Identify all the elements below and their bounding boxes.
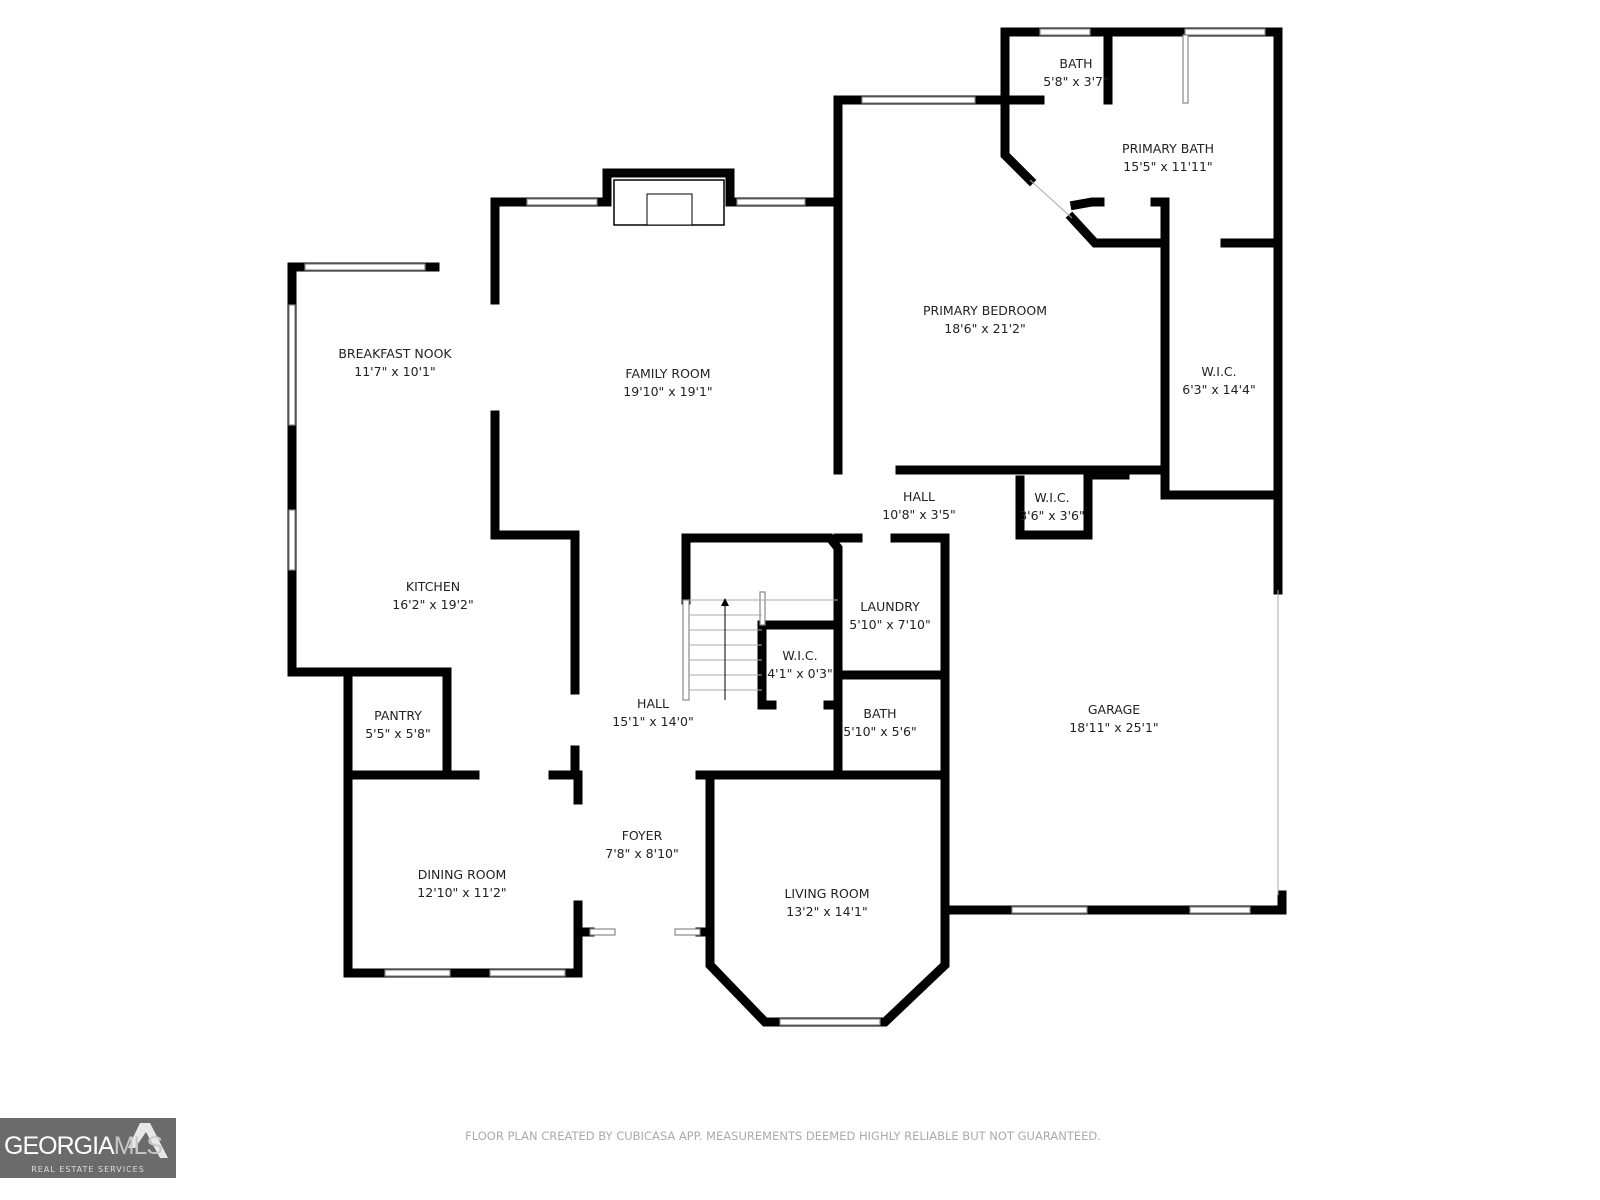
room-name: BATH	[1059, 56, 1092, 71]
room-name: HALL	[903, 489, 935, 504]
fireplace	[613, 179, 725, 226]
room-name: GARAGE	[1088, 702, 1140, 717]
room-name: KITCHEN	[406, 579, 460, 594]
room-dims: 13'2" x 14'1"	[786, 904, 867, 919]
room-dims: 4'1" x 0'3"	[767, 666, 833, 681]
room-dims: 6'3" x 14'4"	[1182, 382, 1255, 397]
georgia-mls-logo: GEORGIAMLS REAL ESTATE SERVICES	[0, 1118, 176, 1178]
room-name: LIVING ROOM	[784, 886, 869, 901]
logo-main: GEORGIA	[4, 1132, 115, 1160]
room-dims: 15'1" x 14'0"	[612, 714, 693, 729]
logo-subtitle: REAL ESTATE SERVICES	[31, 1165, 145, 1174]
disclaimer-footer: FLOOR PLAN CREATED BY CUBICASA APP. MEAS…	[465, 1129, 1101, 1143]
room-name: FAMILY ROOM	[625, 366, 710, 381]
room-dims: 5'10" x 5'6"	[843, 724, 916, 739]
room-name: W.I.C.	[1201, 364, 1236, 379]
room-dims: 10'8" x 3'5"	[882, 507, 955, 522]
room-name: DINING ROOM	[418, 867, 507, 882]
room-dims: 15'5" x 11'11"	[1123, 159, 1212, 174]
room-name: BREAKFAST NOOK	[338, 346, 452, 361]
windows	[288, 28, 1266, 1026]
room-name: W.I.C.	[1034, 490, 1069, 505]
room-dims: 5'10" x 7'10"	[849, 617, 930, 632]
room-name: HALL	[637, 696, 669, 711]
logo-text: GEORGIAMLS	[4, 1132, 163, 1161]
roof-icon	[128, 1123, 168, 1158]
room-name: LAUNDRY	[860, 599, 920, 614]
room-dims: 3'6" x 3'6"	[1019, 508, 1085, 523]
room-dims: 19'10" x 19'1"	[623, 384, 712, 399]
room-dims: 18'11" x 25'1"	[1069, 720, 1158, 735]
room-labels: BATH 5'8" x 3'7" PRIMARY BATH 15'5" x 11…	[338, 56, 1255, 919]
room-dims: 7'8" x 8'10"	[605, 846, 678, 861]
room-name: PRIMARY BATH	[1122, 141, 1214, 156]
room-dims: 5'5" x 5'8"	[365, 726, 431, 741]
stairs	[689, 179, 1279, 895]
room-dims: 11'7" x 10'1"	[354, 364, 435, 379]
walls	[287, 27, 1287, 1027]
room-dims: 18'6" x 21'2"	[944, 321, 1025, 336]
room-name: PRIMARY BEDROOM	[923, 303, 1047, 318]
room-name: PANTRY	[374, 708, 422, 723]
room-name: W.I.C.	[782, 648, 817, 663]
room-dims: 12'10" x 11'2"	[417, 885, 506, 900]
room-name: BATH	[863, 706, 896, 721]
room-dims: 5'8" x 3'7"	[1043, 74, 1109, 89]
room-dims: 16'2" x 19'2"	[392, 597, 473, 612]
logo-accent: MLS	[113, 1132, 163, 1160]
room-name: FOYER	[622, 828, 663, 843]
